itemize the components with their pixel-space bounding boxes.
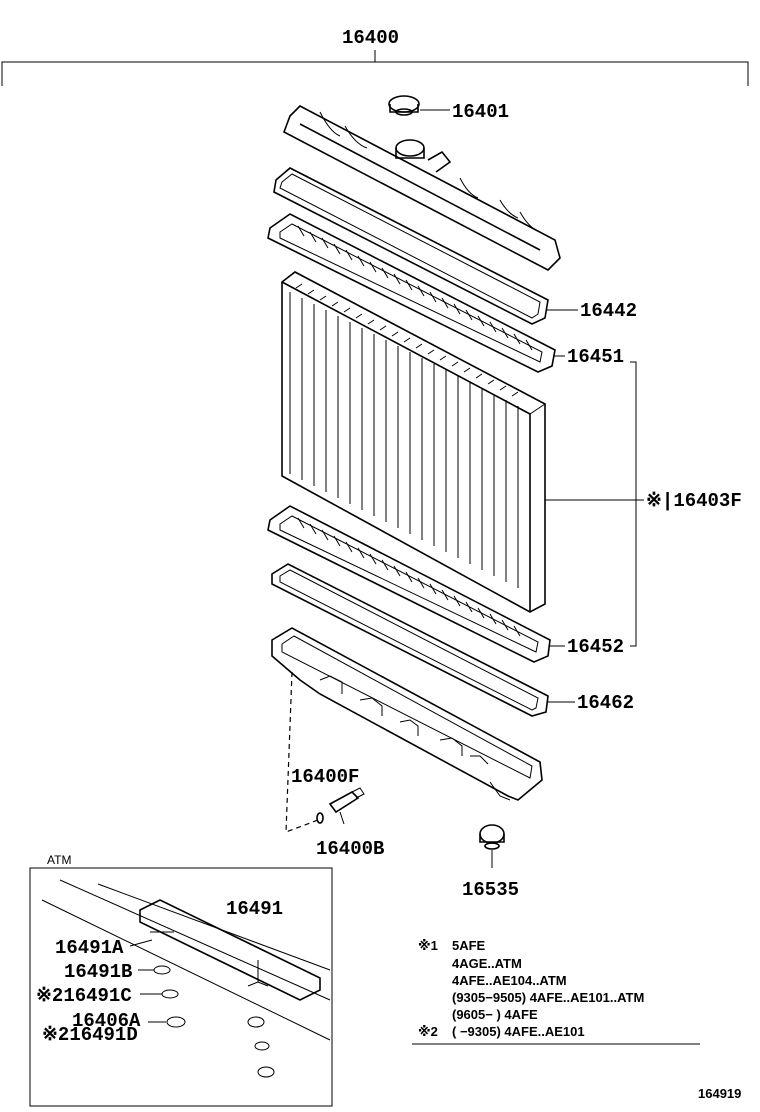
label-16400b[interactable]: 16400B xyxy=(316,838,384,860)
note-2-line-1: ( −9305) 4AFE..AE101 xyxy=(452,1024,585,1039)
lower-cap-icon xyxy=(479,824,505,868)
label-16452[interactable]: 16452 xyxy=(567,636,624,658)
note-1-line-2: 4AGE..ATM xyxy=(452,956,522,971)
lower-tank-icon xyxy=(271,627,543,833)
upper-plate-icon xyxy=(267,213,565,373)
upper-gasket-icon xyxy=(273,167,578,325)
label-16442[interactable]: 16442 xyxy=(580,300,637,322)
drain-cock-icon xyxy=(316,787,365,825)
atm-title: ATM xyxy=(47,853,71,867)
upper-tank-icon xyxy=(283,105,561,271)
note-mark-2: ※2 xyxy=(418,1024,438,1039)
label-16400[interactable]: 16400 xyxy=(342,27,399,49)
notes-block: ※1 5AFE 4AGE..ATM 4AFE..AE104..ATM (9305… xyxy=(412,938,700,1045)
label-16491c[interactable]: ※216491C xyxy=(36,985,132,1007)
assembly-bracket xyxy=(1,50,749,86)
lower-gasket-icon xyxy=(271,563,575,717)
radiator-cap-icon xyxy=(388,95,450,116)
label-16535[interactable]: 16535 xyxy=(462,879,519,901)
label-16491b[interactable]: 16491B xyxy=(64,961,132,983)
label-16491a[interactable]: 16491A xyxy=(55,937,124,959)
label-16491[interactable]: 16491 xyxy=(226,898,283,920)
note-1-line-1: 5AFE xyxy=(452,938,486,953)
label-16406a[interactable]: 16406A xyxy=(72,1010,141,1032)
core-group-bracket xyxy=(630,361,637,647)
label-16400f[interactable]: 16400F xyxy=(291,766,359,788)
note-1-line-4: (9305−9505) 4AFE..AE101..ATM xyxy=(452,990,644,1005)
label-16451[interactable]: 16451 xyxy=(567,346,624,368)
note-1-line-3: 4AFE..AE104..ATM xyxy=(452,973,567,988)
label-16491d[interactable]: ※216491D xyxy=(42,1024,138,1046)
note-mark-1: ※1 xyxy=(418,938,438,953)
note-1-line-5: (9605− ) 4AFE xyxy=(452,1007,538,1022)
label-16403f[interactable]: ※|16403F xyxy=(646,490,742,512)
lower-plate-icon xyxy=(267,505,565,663)
atm-inset-box xyxy=(29,867,333,1107)
figure-id: 164919 xyxy=(698,1086,741,1101)
label-16462[interactable]: 16462 xyxy=(577,692,634,714)
radiator-core-icon xyxy=(281,271,644,613)
label-16401[interactable]: 16401 xyxy=(452,101,509,123)
